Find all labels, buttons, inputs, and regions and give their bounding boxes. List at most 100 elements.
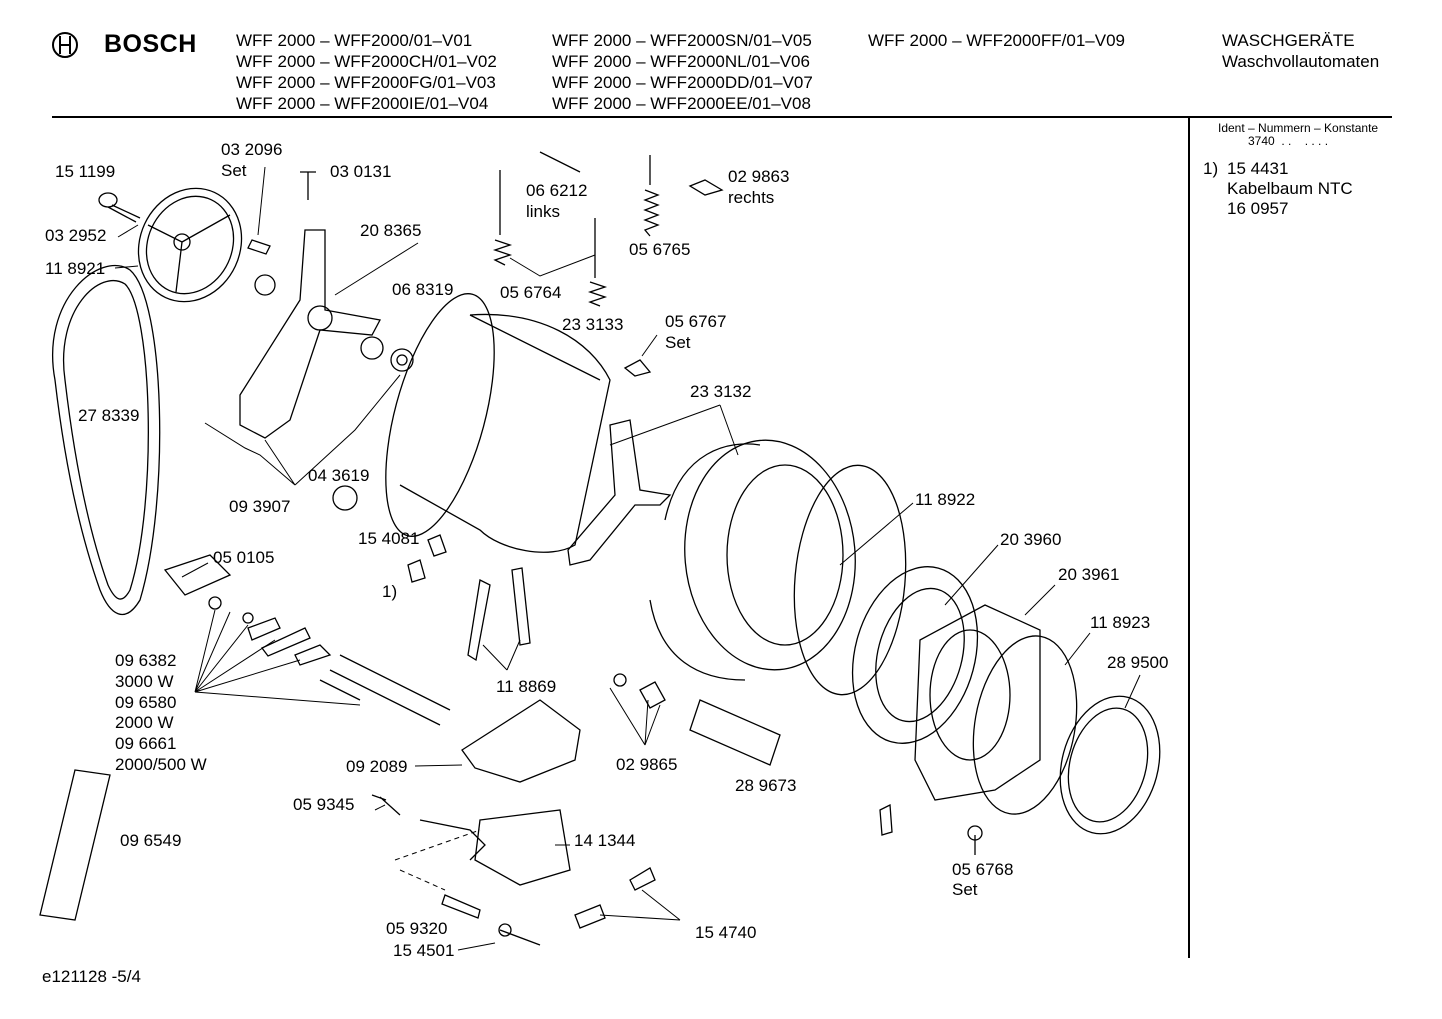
pulley-bolt xyxy=(98,192,141,223)
screw-15-4501 xyxy=(499,929,541,946)
model-line: WFF 2000 – WFF2000FG/01–V03 xyxy=(236,73,496,92)
drum-ring xyxy=(793,464,907,696)
part-label: 05 9320 xyxy=(386,919,447,938)
bearing-cross xyxy=(239,229,381,439)
part-labels: 03 2096 Set 15 1199 03 0131 20 8365 03 2… xyxy=(45,140,1168,960)
brand-name: BOSCH xyxy=(104,30,197,58)
category-title: WASCHGERÄTE xyxy=(1222,31,1355,50)
part-label: 05 6764 xyxy=(500,283,561,302)
ident-value: 3740 . . . . . . xyxy=(1248,134,1329,148)
carbon-brush xyxy=(574,904,606,929)
screw-03-2096 xyxy=(247,239,271,255)
part-label: 09 6661 xyxy=(115,734,176,753)
model-column-2: WFF 2000 – WFF2000SN/01–V05 WFF 2000 – W… xyxy=(552,30,813,114)
note-line: 16 0957 xyxy=(1227,199,1289,218)
part-label: 3000 W xyxy=(115,672,174,691)
part-label: 02 9863 xyxy=(728,167,789,186)
part-label: 11 8923 xyxy=(1090,613,1150,632)
part-label: 03 2096 xyxy=(221,140,282,159)
bosch-logo-icon xyxy=(52,32,78,58)
model-line: WFF 2000 – WFF2000/01–V01 xyxy=(236,31,473,50)
screw-03-0131 xyxy=(300,171,316,200)
front-panel xyxy=(914,604,1041,801)
part-label: 28 9500 xyxy=(1107,653,1168,672)
leader-lines xyxy=(114,166,1141,951)
part-label: 09 3907 xyxy=(229,497,290,516)
pulley-wheel xyxy=(137,187,243,303)
part-label: Set xyxy=(952,880,978,899)
part-label: 04 3619 xyxy=(308,466,369,485)
part-label: Set xyxy=(665,333,691,352)
model-line: WFF 2000 – WFF2000CH/01–V02 xyxy=(236,52,497,71)
part-label: 05 6767 xyxy=(665,312,726,331)
part-label: 23 3133 xyxy=(562,315,623,334)
model-line: WFF 2000 – WFF2000NL/01–V06 xyxy=(552,52,810,71)
clamp-plate xyxy=(247,617,332,666)
front-bezel-ring xyxy=(1059,695,1161,835)
part-label: 06 6212 xyxy=(526,181,587,200)
screw-05-9320 xyxy=(441,894,481,919)
note-line: Kabelbaum NTC xyxy=(1227,179,1353,198)
model-line: WFF 2000 – WFF2000EE/01–V08 xyxy=(552,94,811,113)
part-label: 09 6580 xyxy=(115,693,176,712)
grommet-04-3619 xyxy=(332,485,358,511)
part-label: 06 8319 xyxy=(392,280,453,299)
shaft-seal xyxy=(390,348,414,372)
terminal-block-05-0105 xyxy=(163,554,232,596)
ident-title: Ident – Nummern – Konstante xyxy=(1218,121,1379,135)
bearing-large xyxy=(360,336,384,360)
model-column-3: WFF 2000 – WFF2000FF/01–V09 xyxy=(868,30,1125,51)
part-label: 27 8339 xyxy=(78,406,139,425)
heating-element-rod xyxy=(319,654,451,726)
part-label: 03 2952 xyxy=(45,226,106,245)
washer xyxy=(208,596,222,610)
part-label: 11 8921 xyxy=(45,259,105,278)
part-label: 15 1199 xyxy=(55,162,115,181)
drive-belt xyxy=(52,264,161,615)
adhesive-tape xyxy=(689,699,781,766)
part-label: 15 4501 xyxy=(393,941,454,960)
part-label: 20 8365 xyxy=(360,221,421,240)
door-seal xyxy=(972,635,1078,815)
part-label: 09 2089 xyxy=(346,757,407,776)
spring-05-6765 xyxy=(643,155,660,237)
model-line: WFF 2000 – WFF2000DD/01–V07 xyxy=(552,73,813,92)
bearing-small xyxy=(254,274,276,296)
shock-absorber xyxy=(467,579,491,662)
part-label: 23 3132 xyxy=(690,382,751,401)
part-label: 20 3960 xyxy=(1000,530,1061,549)
assembly-dashed-line xyxy=(394,829,481,891)
latch-bracket xyxy=(879,803,893,836)
note-marker: 1) xyxy=(1203,159,1219,178)
part-label: 05 6765 xyxy=(629,240,690,259)
drum xyxy=(649,439,856,681)
tub-cross-arm xyxy=(567,419,672,566)
carbon-brush xyxy=(629,867,656,891)
cover-plate xyxy=(461,699,581,783)
part-label: 2000 W xyxy=(115,713,174,732)
front-ring xyxy=(851,566,979,744)
note-line: 15 4431 xyxy=(1227,159,1289,178)
part-label: 1) xyxy=(382,582,397,601)
screw-05-9345 xyxy=(371,794,401,816)
part-label: 09 6382 xyxy=(115,651,176,670)
part-label: 05 6768 xyxy=(952,860,1013,879)
washer xyxy=(613,673,627,687)
part-label: 11 8869 xyxy=(496,677,556,696)
part-label: 05 0105 xyxy=(213,548,274,567)
part-label: 03 0131 xyxy=(330,162,391,181)
part-label: 09 6549 xyxy=(120,831,181,850)
tub-rear xyxy=(385,293,611,553)
spring-right xyxy=(587,218,608,307)
part-label: 15 4740 xyxy=(695,923,756,942)
part-label: Set xyxy=(221,161,247,180)
drawing-code: e121128 -5/4 xyxy=(42,967,141,986)
part-label: links xyxy=(526,202,560,221)
model-line: WFF 2000 – WFF2000FF/01–V09 xyxy=(868,31,1125,50)
model-column-1: WFF 2000 – WFF2000/01–V01 WFF 2000 – WFF… xyxy=(236,30,497,114)
sensor-15-4081 xyxy=(407,534,447,583)
part-label: 15 4081 xyxy=(358,529,419,548)
motor xyxy=(419,809,571,886)
part-label: 28 9673 xyxy=(735,776,796,795)
